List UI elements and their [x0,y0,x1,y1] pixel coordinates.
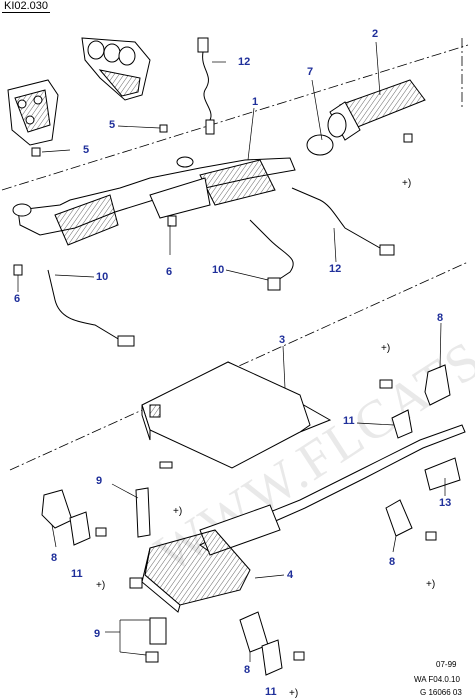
callout-12-top: 12 [238,56,251,68]
callout-10-center: 10 [212,264,225,276]
callout-8-bottom: 8 [244,664,251,676]
oxygen-sensor-12-lower [291,187,395,256]
gasket [306,134,334,156]
tailpipe-trim [424,457,461,491]
callout-6-center: 6 [166,266,173,278]
callout-11-right: 11 [343,415,355,427]
callout-2: 2 [372,28,379,40]
brackets-and-insulators [41,364,451,676]
callout-9-lower: 9 [94,628,101,640]
callout-8-left: 8 [51,552,58,564]
exhaust-manifold-right [81,37,151,101]
callout-11-left: 11 [71,568,83,580]
plus-mark-3: +) [173,506,183,517]
callout-6-left: 6 [14,293,21,305]
reference-code: KI02.030 [2,0,51,13]
callout-7: 7 [307,66,314,78]
callout-10-left: 10 [96,271,109,283]
bolts [95,379,437,661]
oxygen-sensor-10-center [249,219,294,291]
leader-lines [17,41,446,662]
intermediate-pipe-flex [327,79,426,141]
plus-mark-1: +) [402,178,412,189]
fasteners-upper [13,124,413,276]
insulator-right [391,409,413,439]
callout-4: 4 [287,569,294,581]
callout-12-lower: 12 [329,263,342,275]
callout-8-right-top: 8 [437,312,444,324]
oxygen-sensor-10-left [47,269,135,347]
callout-1: 1 [252,96,259,108]
footer-code-2: G 16066 03 [420,688,462,697]
callout-5-upper: 5 [109,119,116,131]
rear-muffler-assembly [129,424,466,613]
plus-mark-2: +) [381,343,391,354]
callout-11-bottom: 11 [265,686,277,698]
plus-mark-6: +) [289,688,299,699]
plus-mark-4: +) [96,580,106,591]
callout-13: 13 [439,497,452,509]
callout-8-right: 8 [389,556,396,568]
plus-mark-5: +) [426,579,436,590]
callout-3: 3 [279,334,286,346]
heat-shield [141,361,332,469]
exhaust-manifold-left [7,79,59,146]
footer-date: 07-99 [436,660,457,669]
front-pipe-catalytic-converter [12,156,296,246]
oxygen-sensor-12-top [197,37,215,135]
footer-code-1: WA F04.0.10 [414,675,460,684]
assembly-boundary-lines [1,38,469,471]
callout-5-left: 5 [83,144,90,156]
callout-9-upper: 9 [96,475,103,487]
